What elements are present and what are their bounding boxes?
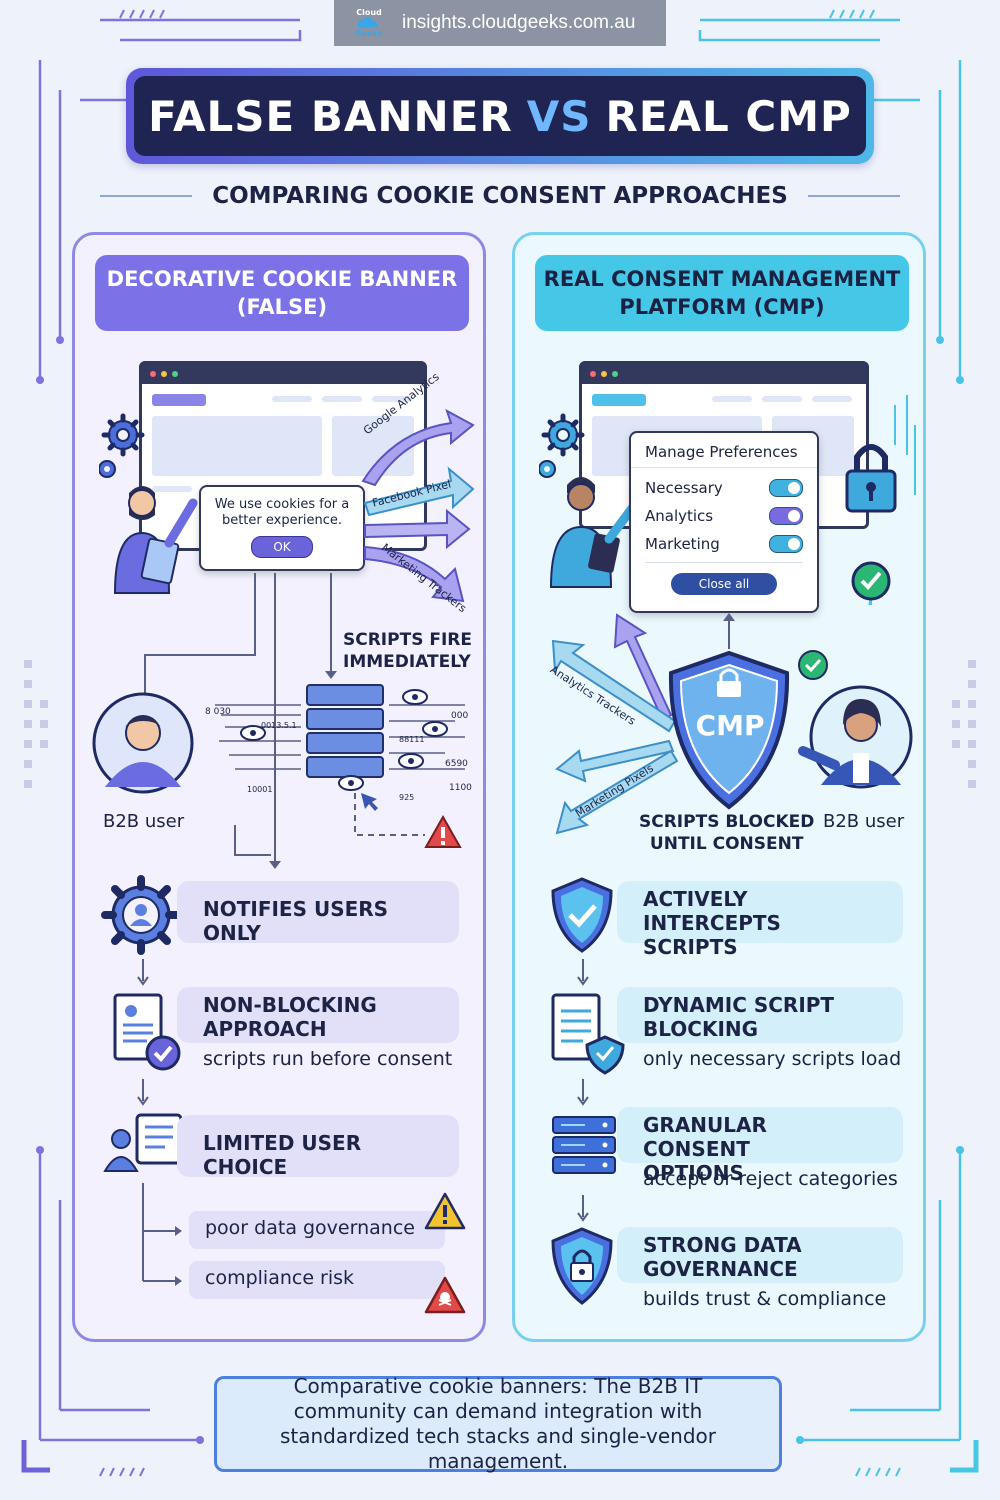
close-all-button[interactable]: Close all	[671, 573, 777, 595]
flow-arrow-1	[137, 959, 149, 986]
code-bit-3: 000	[451, 711, 469, 721]
code-bit-4: 88111	[399, 735, 425, 744]
cookie-banner-popup: We use cookies for a better experience. …	[199, 485, 365, 571]
tracker-arrows-left	[361, 408, 475, 603]
cmp-label: CMP	[695, 709, 765, 742]
false-banner-header: DECORATIVE COOKIE BANNER (FALSE)	[95, 255, 469, 331]
document-shield-icon	[551, 993, 625, 1075]
footer-note: Comparative cookie banners: The B2B IT c…	[214, 1374, 782, 1473]
user-settings-gear-icon	[101, 875, 181, 955]
necessary-toggle[interactable]	[769, 479, 803, 497]
feature-non-blocking-sub: scripts run before consent	[203, 1048, 453, 1070]
server-stack-icon	[552, 1116, 616, 1174]
feature-dynamic-script-blocking: DYNAMIC SCRIPT BLOCKING	[617, 987, 903, 1043]
false-banner-panel: DECORATIVE COOKIE BANNER (FALSE) We use …	[72, 232, 486, 1342]
feature-notifies-users-only: NOTIFIES USERS ONLY	[177, 881, 459, 945]
b2b-user-label-left: B2B user	[103, 811, 185, 832]
lock-circuit-icon	[845, 395, 916, 605]
flow-arrow-2	[577, 1079, 589, 1106]
pref-row-analytics: Analytics	[631, 502, 817, 530]
real-cmp-header: REAL CONSENT MANAGEMENT PLATFORM (CMP)	[535, 255, 909, 331]
ok-button[interactable]: OK	[251, 536, 313, 558]
feature-strong-data-governance: STRONG DATA GOVERNANCE	[617, 1227, 903, 1283]
scripts-blocked-label: SCRIPTS BLOCKED UNTIL CONSENT	[639, 812, 815, 854]
b2b-user-avatar-right	[798, 685, 913, 789]
browser-titlebar	[142, 364, 424, 384]
title-banner: FALSE BANNER VS REAL CMP	[126, 68, 874, 164]
shield-check-icon	[551, 877, 613, 953]
b2b-user-label-right: B2B user	[823, 811, 905, 832]
cmp-shield-diagram	[551, 613, 828, 835]
person-with-tablet-illustration	[113, 486, 198, 594]
danger-skull-icon	[424, 1276, 466, 1314]
code-bit-7: 10001	[247, 785, 273, 794]
b2b-user-avatar-left	[92, 692, 194, 794]
cloud-icon	[357, 17, 378, 28]
feature-granular-consent-options: GRANULAR CONSENT OPTIONS	[617, 1107, 903, 1185]
cookie-banner-text: We use cookies for a better experience.	[214, 497, 350, 528]
feature-limited-user-choice: LIMITED USER CHOICE	[177, 1115, 459, 1179]
marketing-toggle[interactable]	[769, 535, 803, 553]
feature-non-blocking-approach: NON-BLOCKING APPROACH	[177, 987, 459, 1043]
code-bit-8: 925	[399, 793, 415, 802]
flow-arrow-1	[577, 959, 589, 986]
code-bit-1: 8 030	[205, 707, 231, 717]
script-flow-diagram-left	[144, 573, 465, 869]
pref-row-necessary: Necessary	[631, 474, 817, 502]
gears-icon	[99, 413, 145, 478]
feature-actively-intercepts-scripts: ACTIVELY INTERCEPTS SCRIPTS	[617, 881, 903, 959]
manage-preferences-modal: Manage Preferences Necessary Analytics M…	[629, 431, 819, 613]
gears-icon	[539, 413, 585, 478]
flow-arrow-3	[577, 1195, 589, 1222]
browser-titlebar	[582, 364, 866, 384]
page-subtitle: COMPARING COOKIE CONSENT APPROACHES	[212, 183, 788, 209]
feature-dynamic-sub: only necessary scripts load	[643, 1048, 902, 1070]
code-bit-6: 1100	[449, 783, 472, 793]
preferences-title: Manage Preferences	[631, 433, 817, 468]
risk-compliance-risk: compliance risk	[189, 1261, 445, 1299]
site-url[interactable]: insights.cloudgeeks.com.au	[402, 12, 636, 33]
subtitle-divider-right	[807, 195, 900, 197]
code-bit-5: 6590	[445, 759, 468, 769]
risk-branch-lines	[142, 1183, 182, 1286]
user-list-icon	[103, 1113, 183, 1172]
site-watermark: Cloud Geeks insights.cloudgeeks.com.au	[334, 0, 666, 46]
warning-icon	[424, 1192, 466, 1230]
code-bit-2: 0013.5.1	[261, 721, 297, 730]
subtitle-divider-left	[100, 195, 193, 197]
page-title: FALSE BANNER VS REAL CMP	[134, 76, 866, 156]
scripts-fire-label: SCRIPTS FIRE IMMEDIATELY	[343, 630, 472, 672]
analytics-toggle[interactable]	[769, 507, 803, 525]
person-with-tablet-illustration	[549, 477, 638, 588]
document-check-icon	[113, 993, 181, 1071]
risk-poor-data-governance: poor data governance	[189, 1211, 445, 1249]
real-cmp-panel: REAL CONSENT MANAGEMENT PLATFORM (CMP) M…	[512, 232, 926, 1342]
cloudgeeks-logo: Cloud Geeks	[355, 8, 383, 38]
feature-granular-sub: accept or reject categories	[643, 1168, 898, 1190]
subtitle-row: COMPARING COOKIE CONSENT APPROACHES	[100, 178, 900, 214]
feature-governance-sub: builds trust & compliance	[643, 1288, 887, 1310]
pref-row-marketing: Marketing	[631, 530, 817, 558]
shield-lock-icon	[551, 1227, 613, 1305]
flow-arrow-2	[137, 1079, 149, 1106]
